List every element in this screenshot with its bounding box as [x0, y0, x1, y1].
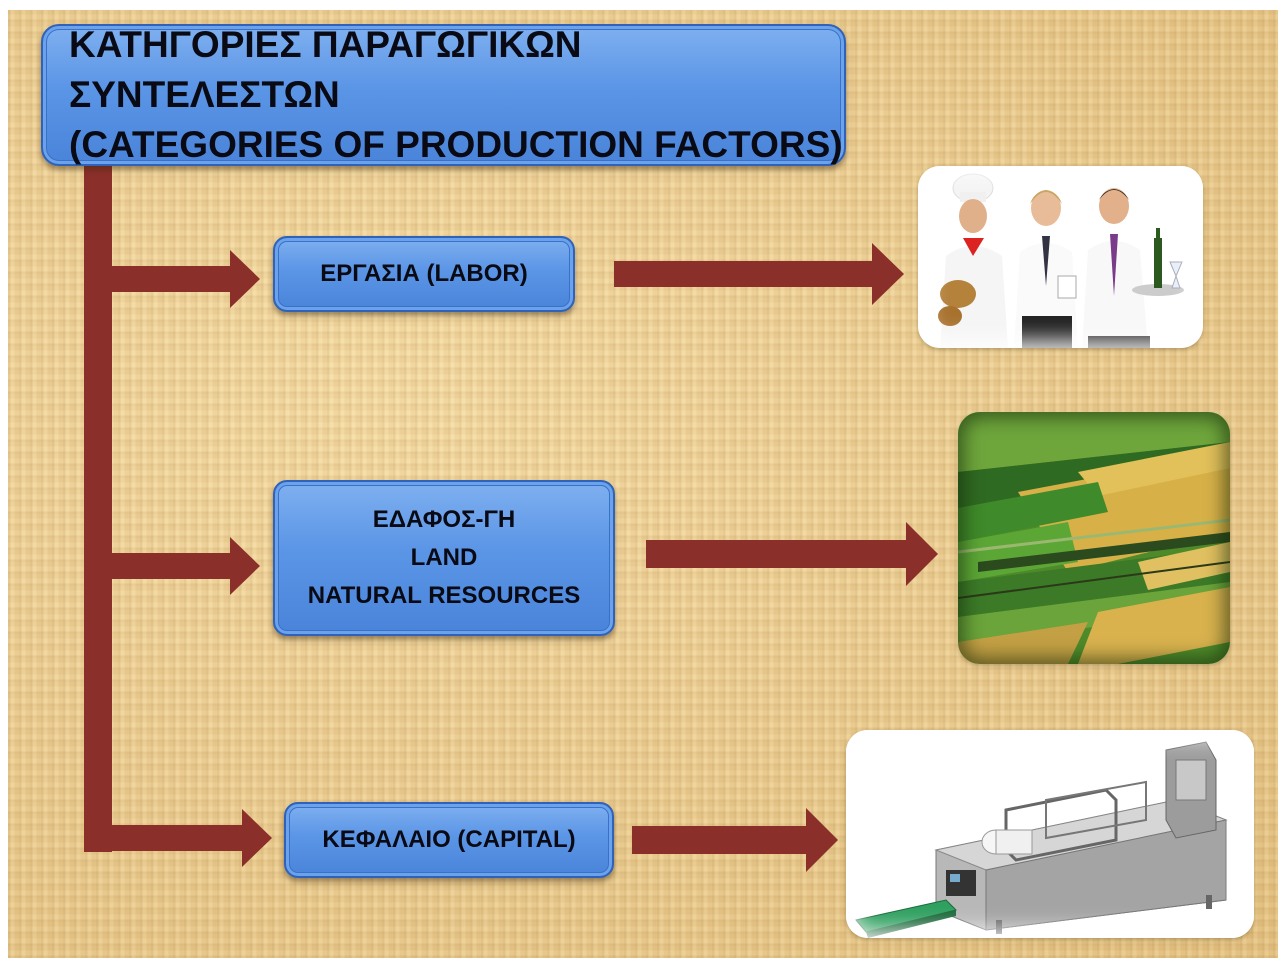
- arrow-land-shaft: [646, 540, 912, 568]
- arrow-labor-shaft: [614, 261, 878, 287]
- branch-land: [84, 553, 234, 579]
- labor-label: ΕΡΓΑΣΙΑ (LABOR): [320, 260, 528, 287]
- branch-labor-arrowhead: [230, 250, 260, 308]
- labor-box: ΕΡΓΑΣΙΑ (LABOR): [273, 236, 575, 312]
- land-label-greek: ΕΔΑΦΟΣ-ΓΗ: [372, 506, 516, 533]
- workers-photo: [918, 166, 1203, 348]
- industrial-machine-photo: [846, 730, 1254, 938]
- land-box: ΕΔΑΦΟΣ-ΓΗ LAND NATURAL RESOURCES: [273, 480, 615, 636]
- farmland-aerial-photo: [958, 412, 1230, 664]
- branch-capital-arrowhead: [242, 809, 272, 867]
- arrow-labor-head: [872, 243, 904, 305]
- land-label-english: LAND: [410, 544, 478, 571]
- land-label-resources: NATURAL RESOURCES: [307, 582, 581, 609]
- branch-capital: [84, 825, 246, 851]
- trunk-line: [84, 162, 112, 852]
- capital-label: ΚΕΦΑΛΑΙΟ (CAPITAL): [322, 826, 576, 853]
- branch-labor: [84, 266, 234, 292]
- arrow-capital-head: [806, 808, 838, 872]
- slide: ΚΑΤΗΓΟΡΙΕΣ ΠΑΡΑΓΩΓΙΚΩΝ ΣΥΝΤΕΛΕΣΤΩΝ (CATE…: [8, 10, 1278, 958]
- arrow-land-head: [906, 522, 938, 586]
- branch-land-arrowhead: [230, 537, 260, 595]
- title-line-english: (CATEGORIES OF PRODUCTION FACTORS): [69, 124, 843, 165]
- capital-box: ΚΕΦΑΛΑΙΟ (CAPITAL): [284, 802, 614, 878]
- connector-arrows: [84, 162, 938, 872]
- arrow-capital-shaft: [632, 826, 810, 854]
- title-box: ΚΑΤΗΓΟΡΙΕΣ ΠΑΡΑΓΩΓΙΚΩΝ ΣΥΝΤΕΛΕΣΤΩΝ (CATE…: [41, 24, 846, 166]
- title-line-greek: ΚΑΤΗΓΟΡΙΕΣ ΠΑΡΑΓΩΓΙΚΩΝ ΣΥΝΤΕΛΕΣΤΩΝ: [69, 24, 582, 115]
